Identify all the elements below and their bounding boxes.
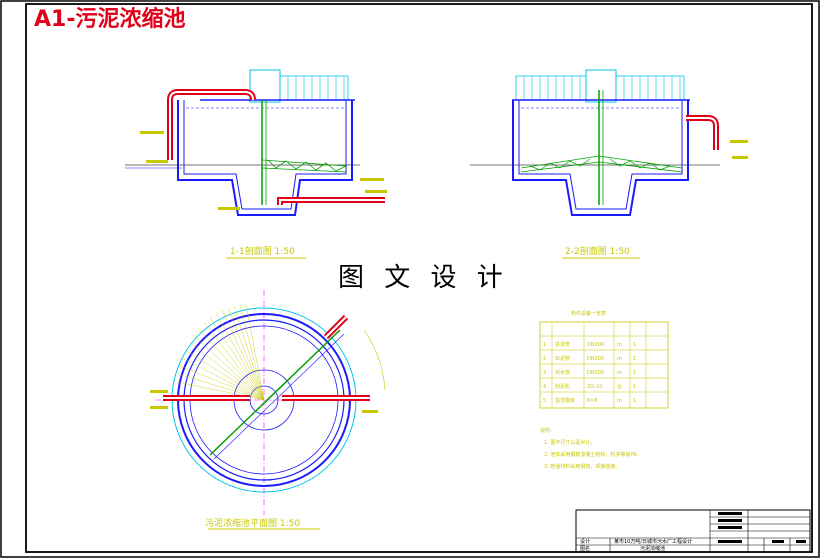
radial-sludge-lines bbox=[176, 303, 265, 401]
drawing-label: 图名 bbox=[580, 545, 590, 552]
table-cell-spec: ZG-10 bbox=[587, 384, 602, 390]
pipe-tag bbox=[362, 410, 378, 413]
watermark-text: 图 文 设 计 bbox=[338, 263, 509, 293]
stamp-bar bbox=[718, 519, 742, 522]
table-cell-qty: 1 bbox=[633, 384, 636, 390]
table-cell-qty: 1 bbox=[633, 356, 636, 362]
table-cell-no: 5 bbox=[543, 398, 546, 404]
table-cell-unit: m bbox=[617, 342, 622, 348]
table-cell-no: 2 bbox=[543, 356, 546, 362]
plan-overflow-pipe-core bbox=[325, 316, 347, 338]
title-block-grid bbox=[576, 510, 810, 552]
table-cell-no: 1 bbox=[543, 342, 546, 348]
table-cell-unit: m bbox=[617, 356, 622, 362]
table-cell-no: 3 bbox=[543, 370, 546, 376]
tank-wall-face bbox=[518, 100, 683, 210]
title-block: 设计 图名 某市10万吨/日城市污水厂工程设计 污泥浓缩池 bbox=[575, 509, 811, 553]
tank-wall-face bbox=[183, 100, 347, 210]
sludge-outlet-pipe-core bbox=[279, 199, 385, 205]
walkway-handrail bbox=[515, 75, 587, 101]
stamp-bar bbox=[718, 512, 742, 515]
notes-block: 说明： 1. 图中尺寸以毫米计。 2. 池体采用钢筋混凝土结构，抗渗等级P6。 … bbox=[540, 427, 642, 470]
sheet-title: A1-污泥浓缩池 bbox=[34, 6, 185, 32]
designer-label: 设计 bbox=[580, 538, 590, 545]
table-col-lines bbox=[551, 322, 647, 408]
table-cell-no: 4 bbox=[543, 384, 546, 390]
stamp-bar bbox=[718, 526, 742, 529]
note-item: 1. 图中尺寸以毫米计。 bbox=[544, 439, 595, 446]
table-cell-name: 出水管 bbox=[555, 369, 570, 376]
drawing-name: 污泥浓缩池 bbox=[640, 545, 665, 552]
tank-inner-wall bbox=[512, 100, 689, 216]
elevation-tag bbox=[730, 140, 748, 143]
elevation-tag bbox=[140, 131, 164, 134]
plan-caption: 污泥浓缩池平面图 1:50 bbox=[205, 517, 300, 529]
table-cell-qty: 1 bbox=[633, 398, 636, 404]
angle-dimension bbox=[363, 329, 386, 391]
handrail-posts bbox=[523, 76, 681, 100]
tank-inner-wall bbox=[177, 100, 353, 216]
section-2-2: 2-2剖面图 1:50 bbox=[470, 69, 748, 259]
elevation-tag bbox=[146, 160, 168, 163]
inlet-pipe-core bbox=[169, 91, 254, 160]
note-item: 3. 管道材料采用钢管，焊接连接。 bbox=[544, 463, 620, 470]
stamp-bar bbox=[772, 540, 784, 543]
plan-view: 污泥浓缩池平面图 1:50 bbox=[150, 290, 386, 530]
scraper-arm bbox=[520, 155, 683, 173]
table-cell-qty: 1 bbox=[633, 370, 636, 376]
handrail-posts bbox=[287, 76, 345, 100]
table-row-lines bbox=[540, 335, 668, 393]
elevation-tag bbox=[732, 156, 748, 159]
table-body: 1 进泥管 DN200 m 1 2 出泥管 DN200 m 1 3 出水管 DN200 m 1 4 刮泥机 ZG-… bbox=[543, 341, 636, 404]
section-1-1: 1-1剖面图 1:50 bbox=[125, 69, 387, 259]
table-cell-unit: m bbox=[617, 370, 622, 376]
plan-scraper-arm bbox=[209, 329, 341, 456]
notes-heading: 说明： bbox=[540, 427, 555, 434]
table-cell-unit: m bbox=[617, 398, 622, 404]
scraper-truss bbox=[529, 158, 671, 171]
table-cell-name: 刮泥机 bbox=[555, 383, 570, 390]
table-cell-spec: DN200 bbox=[587, 370, 604, 376]
table-cell-unit: 台 bbox=[617, 383, 622, 390]
elevation-tag bbox=[218, 207, 240, 210]
table-cell-spec: DN200 bbox=[587, 356, 604, 362]
table-cell-spec: DN200 bbox=[587, 342, 604, 348]
walkway-handrail bbox=[279, 75, 349, 101]
table-cell-name: 进泥管 bbox=[555, 341, 570, 348]
plan-scraper-edge bbox=[213, 333, 345, 460]
project-name: 某市10万吨/日城市污水厂工程设计 bbox=[614, 538, 692, 545]
section-2-caption: 2-2剖面图 1:50 bbox=[565, 245, 630, 257]
scraper-arm bbox=[261, 159, 347, 173]
pipe-tag bbox=[150, 406, 168, 409]
equipment-table: 构件设备一览表 1 进泥管 DN200 m 1 2 出泥管 DN200 m 1 3 出水管 DN200 m… bbox=[539, 310, 669, 409]
overflow-pipe bbox=[686, 115, 719, 150]
table-border bbox=[539, 321, 669, 409]
note-item: 2. 池体采用钢筋混凝土结构，抗渗等级P6。 bbox=[544, 451, 642, 458]
table-title: 构件设备一览表 bbox=[571, 310, 606, 317]
drawing-frame bbox=[25, 3, 813, 553]
overflow-pipe-core bbox=[686, 117, 717, 150]
table-cell-spec: δ=8 bbox=[587, 398, 597, 404]
table-cell-qty: 1 bbox=[633, 342, 636, 348]
section-1-caption: 1-1剖面图 1:50 bbox=[230, 245, 295, 257]
table-cell-name: 溢流堰板 bbox=[555, 397, 575, 404]
walkway-handrail bbox=[615, 75, 685, 101]
inlet-pipe bbox=[167, 89, 256, 160]
stamp-bar bbox=[796, 540, 806, 543]
elevation-tag bbox=[365, 190, 387, 193]
elevation-tag bbox=[360, 178, 384, 181]
stamp-bar bbox=[718, 540, 742, 543]
center-drive-housing bbox=[585, 69, 617, 103]
table-cell-name: 出泥管 bbox=[555, 355, 570, 362]
pipe-tag bbox=[150, 390, 168, 393]
